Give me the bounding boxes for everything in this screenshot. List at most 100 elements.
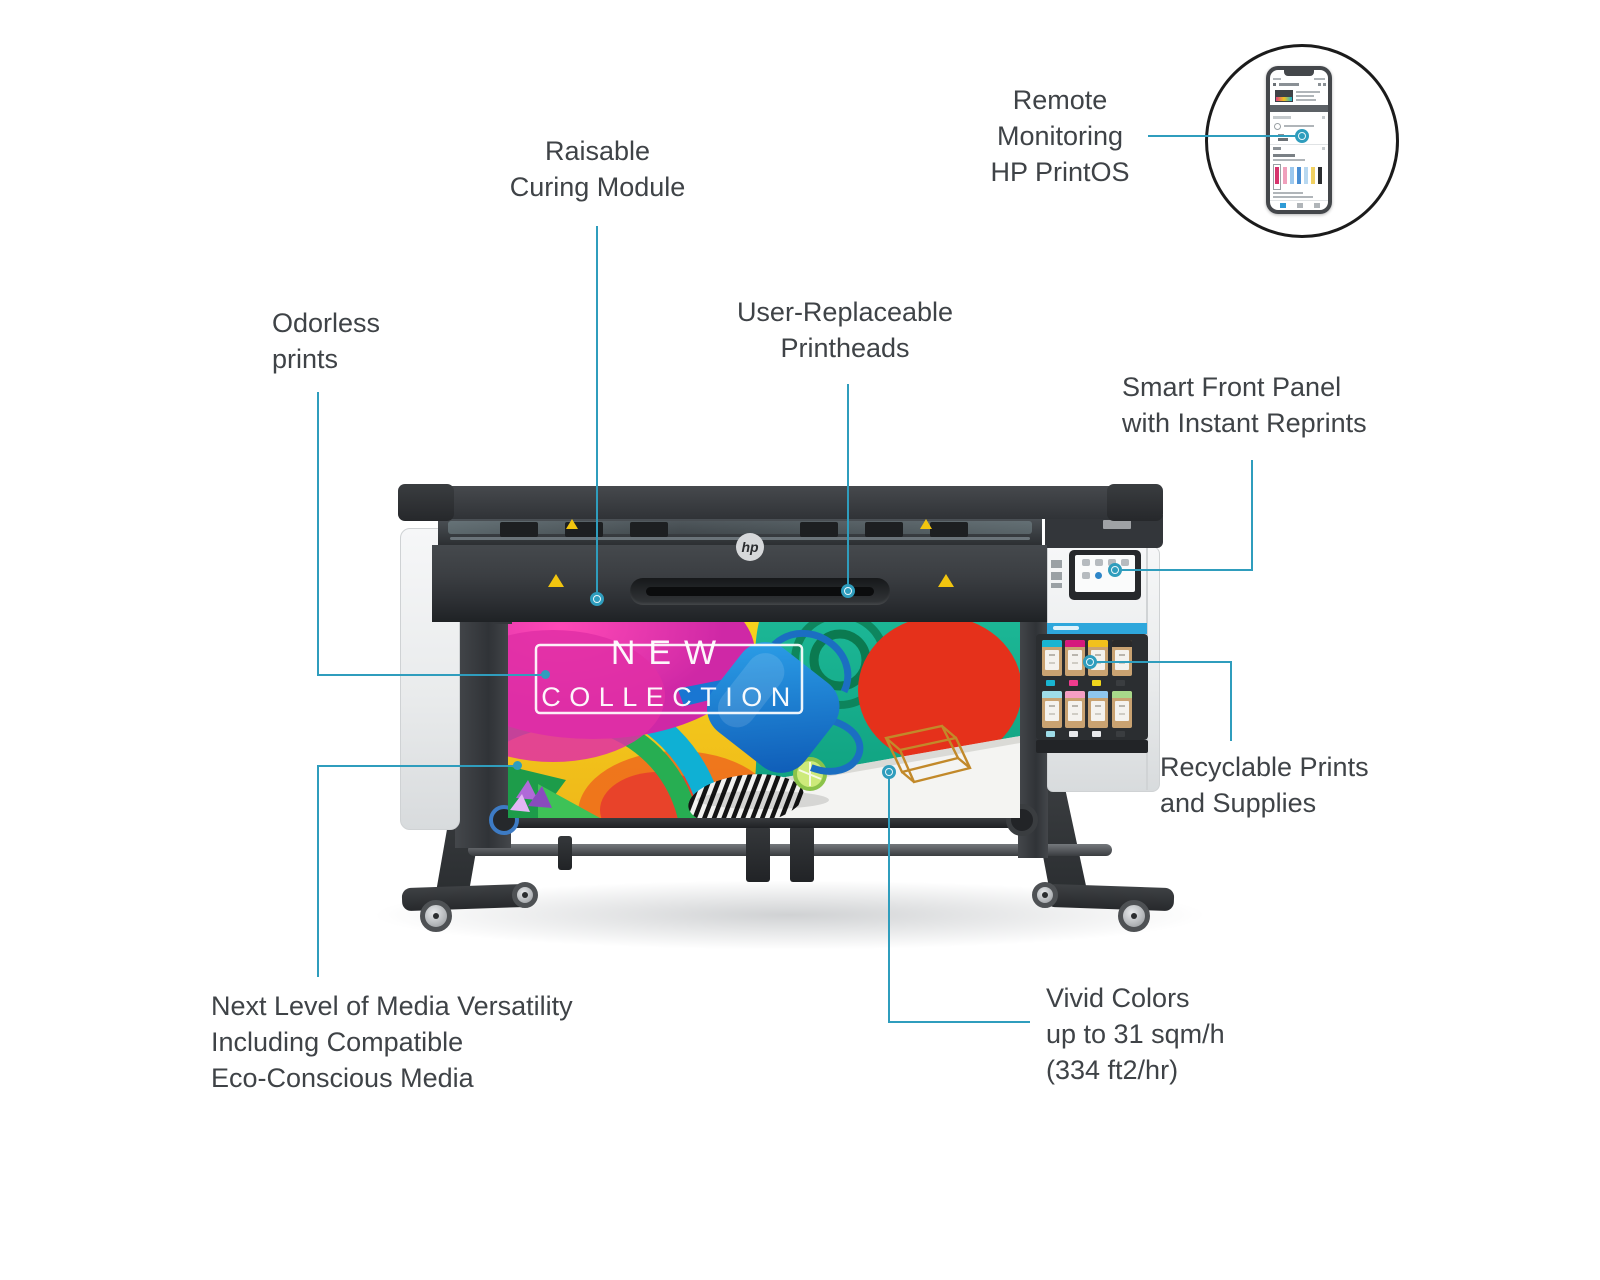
nav-settings-icon bbox=[1314, 203, 1320, 208]
media-clamp bbox=[790, 826, 814, 882]
printhead-silhouette bbox=[630, 522, 668, 537]
caster-wheel bbox=[420, 900, 452, 932]
screen-app-icon bbox=[1121, 559, 1129, 566]
ink-cartridge bbox=[1042, 640, 1062, 676]
printos-stripe bbox=[1047, 623, 1147, 634]
leader-vivid-v bbox=[888, 778, 890, 1023]
callout-line: Recyclable Prints bbox=[1160, 752, 1369, 782]
leader-dot-remote bbox=[1295, 129, 1309, 143]
ink-level-bar bbox=[1311, 167, 1315, 184]
media-clamp bbox=[746, 826, 770, 882]
warning-triangle-icon bbox=[938, 574, 954, 587]
nav-jobs-icon bbox=[1297, 203, 1303, 208]
phone-banner-row bbox=[1270, 105, 1328, 112]
leader-recyclable-h bbox=[1096, 661, 1232, 663]
callout-line: Smart Front Panel bbox=[1122, 372, 1342, 402]
gold-cube-wireframe bbox=[884, 724, 972, 784]
ink-cartridge bbox=[1112, 691, 1132, 728]
ink-cartridge bbox=[1065, 640, 1085, 676]
bay-shelf bbox=[1036, 740, 1148, 753]
leader-dot-printheads bbox=[841, 584, 855, 598]
ink-level-bar bbox=[1297, 167, 1301, 184]
callout-line: HP PrintOS bbox=[990, 157, 1130, 187]
leader-smart-v bbox=[1251, 460, 1253, 570]
callout-vivid-colors: Vivid Colors up to 31 sqm/h (334 ft2/hr) bbox=[1046, 980, 1225, 1088]
screen-app-icon bbox=[1095, 559, 1103, 566]
crystal-cluster bbox=[510, 780, 552, 812]
leader-dot-smart bbox=[1108, 563, 1122, 577]
ink-cartridge bbox=[1065, 691, 1085, 728]
leader-remote bbox=[1148, 135, 1298, 137]
callout-user-replaceable-printheads: User-Replaceable Printheads bbox=[700, 294, 990, 366]
callout-line: Monitoring bbox=[996, 121, 1124, 151]
leader-media-v bbox=[317, 765, 319, 977]
callout-smart-front-panel: Smart Front Panel with Instant Reprints bbox=[1122, 369, 1367, 441]
leader-vivid-h bbox=[888, 1021, 1030, 1023]
callout-media-versatility: Next Level of Media Versatility Includin… bbox=[211, 988, 573, 1096]
curing-module-bar bbox=[398, 486, 1163, 519]
screen-app-icon bbox=[1108, 559, 1116, 566]
watering-can bbox=[677, 629, 864, 775]
callout-line: prints bbox=[272, 344, 339, 374]
callout-line: Including Compatible bbox=[211, 1027, 464, 1057]
callout-line: and Supplies bbox=[1160, 788, 1317, 818]
leader-recyclable-v bbox=[1230, 661, 1232, 741]
callout-line: (334 ft2/hr) bbox=[1046, 1055, 1179, 1085]
screen-blue-icon bbox=[1095, 572, 1102, 579]
qr-label bbox=[1051, 560, 1062, 588]
leader-dot-vivid bbox=[882, 765, 896, 779]
leader-odorless-h bbox=[317, 674, 545, 676]
callout-line: with Instant Reprints bbox=[1122, 408, 1367, 438]
callout-line: User-Replaceable bbox=[736, 297, 954, 327]
stand-right-foot bbox=[1045, 883, 1175, 912]
ink-chip bbox=[1092, 731, 1101, 737]
caster-wheel bbox=[1032, 882, 1058, 908]
ink-chip bbox=[1116, 680, 1125, 686]
leader-odorless-v bbox=[317, 392, 319, 676]
leader-dot-odorless bbox=[541, 670, 550, 679]
ink-chip bbox=[1046, 680, 1055, 686]
hp-logo: hp bbox=[736, 533, 764, 561]
ink-level-bar bbox=[1283, 167, 1287, 184]
callout-line: Printheads bbox=[780, 333, 910, 363]
ink-level-bar bbox=[1290, 167, 1294, 184]
warning-triangle-icon bbox=[566, 519, 578, 529]
warning-triangle-icon bbox=[548, 574, 564, 587]
banner-text-line2: COLLECTION bbox=[541, 682, 799, 712]
callout-remote-monitoring: Remote Monitoring HP PrintOS bbox=[950, 82, 1170, 190]
callout-line: up to 31 sqm/h bbox=[1046, 1019, 1225, 1049]
ink-chip bbox=[1092, 680, 1101, 686]
callout-line: Vivid Colors bbox=[1046, 983, 1190, 1013]
curing-bar-right-cap bbox=[1107, 484, 1163, 521]
caster-wheel bbox=[512, 882, 538, 908]
callout-line: Odorless bbox=[272, 308, 381, 338]
leader-smart-h bbox=[1121, 569, 1253, 571]
phone-notch-icon bbox=[1284, 70, 1314, 76]
callout-recyclable-supplies: Recyclable Prints and Supplies bbox=[1160, 749, 1369, 821]
printhead-silhouette bbox=[500, 522, 538, 537]
screen-app-icon bbox=[1082, 559, 1090, 566]
ink-chip bbox=[1069, 731, 1078, 737]
callout-line: Remote bbox=[1012, 85, 1108, 115]
printed-banner: NEW COLLECTION bbox=[508, 618, 1020, 818]
media-clamp bbox=[558, 836, 572, 870]
nav-home-icon bbox=[1280, 203, 1286, 208]
leader-printheads bbox=[847, 384, 849, 586]
ink-chip bbox=[1069, 680, 1078, 686]
callout-line: Curing Module bbox=[509, 172, 686, 202]
front-panel-screen bbox=[1075, 555, 1135, 592]
printhead-silhouette bbox=[930, 522, 968, 537]
callout-odorless-prints: Odorless prints bbox=[272, 305, 380, 377]
ink-cartridge bbox=[1042, 691, 1062, 728]
banner-text-line1: NEW bbox=[611, 634, 729, 672]
caster-wheel bbox=[1118, 900, 1150, 932]
model-label-plate bbox=[1103, 520, 1131, 529]
stand-left-foot bbox=[401, 883, 531, 912]
smartphone-screen bbox=[1270, 70, 1328, 210]
warning-triangle-icon bbox=[920, 519, 932, 529]
substrate-icon bbox=[1274, 123, 1281, 130]
screen-app-icon bbox=[1082, 572, 1090, 579]
leader-media-h bbox=[318, 765, 518, 767]
ink-chip bbox=[1046, 731, 1055, 737]
callout-line: Raisable bbox=[544, 136, 651, 166]
